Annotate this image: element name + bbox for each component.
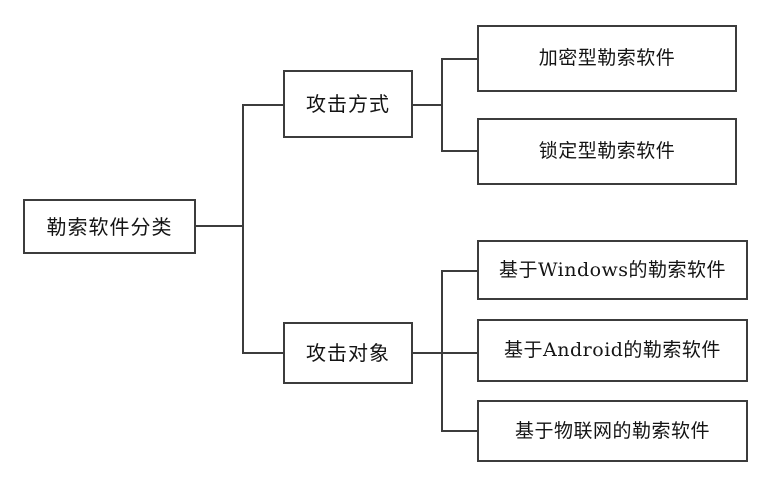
connector-trunk-to-branch-2 (242, 352, 284, 354)
connector-branch-2-to-leaf-2 (441, 352, 478, 354)
node-leaf-locker-ransomware-label: 锁定型勒索软件 (538, 140, 676, 163)
connector-branch-1-to-leaf-1 (441, 58, 478, 60)
node-branch-attack-target[interactable]: 攻击对象 (283, 322, 413, 384)
node-leaf-android-ransomware[interactable]: 基于Android的勒索软件 (477, 319, 748, 382)
connector-branch-2-to-spine (412, 352, 442, 354)
node-leaf-android-ransomware-label: 基于Android的勒索软件 (504, 339, 721, 362)
node-leaf-iot-ransomware-label: 基于物联网的勒索软件 (514, 419, 710, 442)
node-leaf-iot-ransomware[interactable]: 基于物联网的勒索软件 (477, 400, 748, 462)
node-root-label: 勒索软件分类 (46, 214, 173, 239)
node-leaf-crypto-ransomware-label: 加密型勒索软件 (538, 47, 676, 70)
connector-trunk-to-branch-1 (242, 104, 284, 106)
node-root-ransomware-classification[interactable]: 勒索软件分类 (23, 199, 196, 254)
connector-branch-2-to-leaf-1 (441, 270, 478, 272)
connector-branch-2-to-leaf-3 (441, 430, 478, 432)
node-branch-attack-target-label: 攻击对象 (306, 341, 390, 365)
connector-branch-1-to-spine (412, 104, 442, 106)
node-leaf-crypto-ransomware[interactable]: 加密型勒索软件 (477, 25, 737, 92)
node-leaf-windows-ransomware-label: 基于Windows的勒索软件 (498, 258, 727, 281)
connector-branch-1-spine (441, 58, 443, 152)
connector-branch-2-spine (441, 270, 443, 432)
connector-root-to-trunk (195, 225, 244, 227)
node-branch-attack-method[interactable]: 攻击方式 (283, 70, 413, 138)
node-leaf-windows-ransomware[interactable]: 基于Windows的勒索软件 (477, 240, 748, 300)
connector-branch-1-to-leaf-2 (441, 150, 478, 152)
node-leaf-locker-ransomware[interactable]: 锁定型勒索软件 (477, 118, 737, 185)
connector-trunk-spine (242, 104, 244, 354)
node-branch-attack-method-label: 攻击方式 (306, 92, 390, 116)
